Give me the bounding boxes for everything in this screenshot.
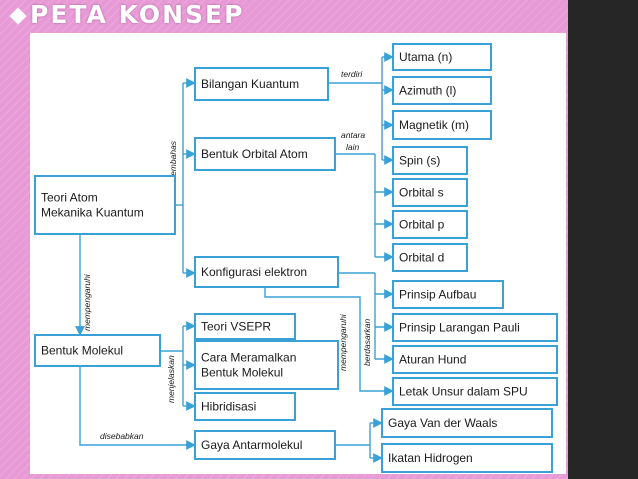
link-label-disebabkan: disebabkan	[100, 431, 144, 441]
node-label: Magnetik (m)	[399, 118, 469, 132]
node-orbital-s: Orbital s	[392, 178, 468, 207]
node-box	[392, 110, 492, 140]
node-box	[194, 430, 336, 460]
node-box	[381, 443, 553, 473]
link-label-lain: lain	[346, 142, 360, 152]
link-label-berdasarkan: berdasarkan	[362, 318, 372, 366]
node-box	[34, 334, 161, 367]
node-orbital-d: Orbital d	[392, 243, 468, 272]
node-box	[194, 137, 336, 171]
node-label: Orbital s	[399, 186, 444, 200]
node-bentuk-orbital-atom: Bentuk Orbital Atom	[194, 137, 336, 171]
node-box	[392, 210, 468, 239]
node-label: Konfigurasi elektron	[201, 265, 307, 279]
node-aturan-hund: Aturan Hund	[392, 345, 558, 374]
link-label-menjelaskan: menjelaskan	[166, 355, 176, 403]
node-box	[34, 175, 176, 235]
node-gaya-van-der-waals: Gaya Van der Waals	[381, 408, 553, 438]
node-box	[194, 67, 329, 101]
node-box	[194, 256, 339, 288]
node-box	[194, 313, 296, 340]
node-hibridisasi: Hibridisasi	[194, 392, 296, 421]
node-teori-vsepr: Teori VSEPR	[194, 313, 296, 340]
node-label: Ikatan Hidrogen	[388, 451, 473, 465]
node-label: Orbital d	[399, 251, 444, 265]
node-label: Bentuk Molekul	[201, 366, 283, 380]
connectors	[75, 52, 394, 463]
concept-map-panel: membahas terdiri antara lain mempengaruhi mem…	[30, 33, 566, 474]
node-prinsip-aufbau: Prinsip Aufbau	[392, 280, 504, 309]
node-magnetik: Magnetik (m)	[392, 110, 492, 140]
node-label: Teori Atom	[41, 191, 98, 205]
link-label-membahas: membahas	[168, 140, 178, 183]
node-label: Letak Unsur dalam SPU	[399, 385, 528, 399]
node-label: Hibridisasi	[201, 400, 256, 414]
node-utama: Utama (n)	[392, 43, 492, 71]
link-label-terdiri: terdiri	[341, 69, 363, 79]
node-box	[392, 243, 468, 272]
node-label: Teori VSEPR	[201, 320, 271, 334]
node-label: Bentuk Orbital Atom	[201, 147, 308, 161]
node-ikatan-hidrogen: Ikatan Hidrogen	[381, 443, 553, 473]
node-label: Spin (s)	[399, 154, 440, 168]
arrow-letak-unsur	[264, 287, 394, 396]
node-label: Bentuk Molekul	[41, 344, 123, 358]
node-label: Aturan Hund	[399, 353, 466, 367]
node-letak-unsur: Letak Unsur dalam SPU	[392, 377, 558, 406]
node-label: Gaya Antarmolekul	[201, 438, 302, 452]
node-konfigurasi-elektron: Konfigurasi elektron	[194, 256, 339, 288]
node-box	[392, 76, 492, 105]
node-box	[392, 377, 558, 406]
node-box	[194, 340, 339, 390]
node-label: Cara Meramalkan	[201, 351, 296, 365]
node-label: Orbital p	[399, 218, 445, 232]
node-box	[392, 43, 492, 71]
slide-side-strip	[568, 0, 638, 479]
node-box	[392, 313, 558, 342]
node-prinsip-pauli: Prinsip Larangan Pauli	[392, 313, 558, 342]
link-label-antara: antara	[341, 130, 365, 140]
node-box	[194, 392, 296, 421]
node-label: Bilangan Kuantum	[201, 77, 299, 91]
node-label: Prinsip Larangan Pauli	[399, 321, 520, 335]
node-bilangan-kuantum: Bilangan Kuantum	[194, 67, 329, 101]
arrow-gaya-antarmolekul	[79, 366, 196, 450]
node-bentuk-molekul: Bentuk Molekul	[34, 334, 161, 367]
link-label-mempengaruhi-2: mempengaruhi	[338, 313, 348, 371]
node-label: Mekanika Kuantum	[41, 206, 144, 220]
node-box	[392, 146, 468, 175]
node-orbital-p: Orbital p	[392, 210, 468, 239]
node-box	[392, 280, 504, 309]
node-box	[392, 178, 468, 207]
concept-map: membahas terdiri antara lain mempengaruhi mem…	[34, 43, 558, 473]
node-gaya-antarmolekul: Gaya Antarmolekul	[194, 430, 336, 460]
node-box	[392, 345, 558, 374]
link-label-mempengaruhi-1: mempengaruhi	[82, 273, 92, 331]
slide-title: PETA KONSEP	[30, 0, 245, 29]
link-labels: membahas terdiri antara lain mempengaruhi mem…	[82, 69, 372, 441]
node-spin: Spin (s)	[392, 146, 468, 175]
node-label: Prinsip Aufbau	[399, 288, 476, 302]
node-azimuth: Azimuth (l)	[392, 76, 492, 105]
node-box	[381, 408, 553, 438]
node-label: Utama (n)	[399, 50, 452, 64]
node-label: Azimuth (l)	[399, 84, 456, 98]
node-label: Gaya Van der Waals	[388, 416, 497, 430]
